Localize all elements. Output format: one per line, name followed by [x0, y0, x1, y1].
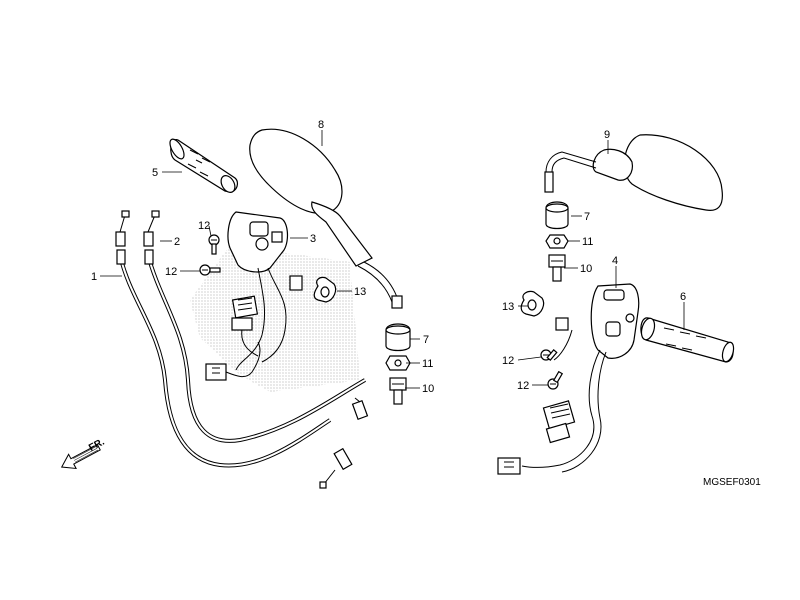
right-switch-harness: [497, 317, 607, 475]
callout-12-a: 12: [198, 220, 210, 232]
mirror-left: [249, 128, 403, 309]
leader-lines: [100, 130, 685, 389]
throttle-cables: [115, 210, 369, 489]
callout-10-right: 10: [580, 263, 592, 275]
bar-end-weight-left: [385, 323, 411, 352]
screw-left-lower: [199, 264, 221, 276]
mirror-right: [544, 134, 723, 211]
left-switch-harness: [205, 275, 303, 381]
front-direction-label: FR.: [87, 437, 107, 454]
callout-13-left: 13: [354, 286, 366, 298]
callout-3: 3: [310, 233, 316, 245]
bolt-left: [389, 377, 407, 405]
bolt-right: [548, 254, 566, 282]
front-direction-arrow: [60, 443, 101, 470]
diagram-code: MGSEF0301: [703, 477, 761, 488]
callout-12-c: 12: [502, 355, 514, 367]
callout-7-left: 7: [423, 334, 429, 346]
callout-13-right: 13: [502, 301, 514, 313]
callout-6: 6: [680, 291, 686, 303]
callout-12-d: 12: [517, 380, 529, 392]
screw-right-lower: [547, 370, 564, 390]
screw-right-upper: [540, 349, 558, 361]
wire-clip-right: [520, 290, 545, 317]
right-switch-housing: [590, 283, 640, 359]
right-grip: [640, 317, 735, 363]
callout-5: 5: [152, 167, 158, 179]
callout-1: 1: [91, 271, 97, 283]
callout-2: 2: [174, 236, 180, 248]
wire-clip-left: [313, 276, 337, 303]
throttle-grip: [169, 138, 239, 193]
nut-right: [545, 234, 569, 249]
callout-8: 8: [318, 119, 324, 131]
left-switch-housing: [227, 211, 289, 371]
callout-9: 9: [604, 129, 610, 141]
callout-11-left: 11: [422, 358, 433, 370]
callout-10-left: 10: [422, 383, 434, 395]
callout-4: 4: [612, 255, 618, 267]
callout-7-right: 7: [584, 211, 590, 223]
callout-11-right: 11: [582, 236, 593, 248]
nut-left: [385, 355, 411, 371]
callout-12-b: 12: [165, 266, 177, 278]
screw-left-upper: [208, 234, 220, 255]
bar-end-weight-right: [545, 201, 569, 230]
